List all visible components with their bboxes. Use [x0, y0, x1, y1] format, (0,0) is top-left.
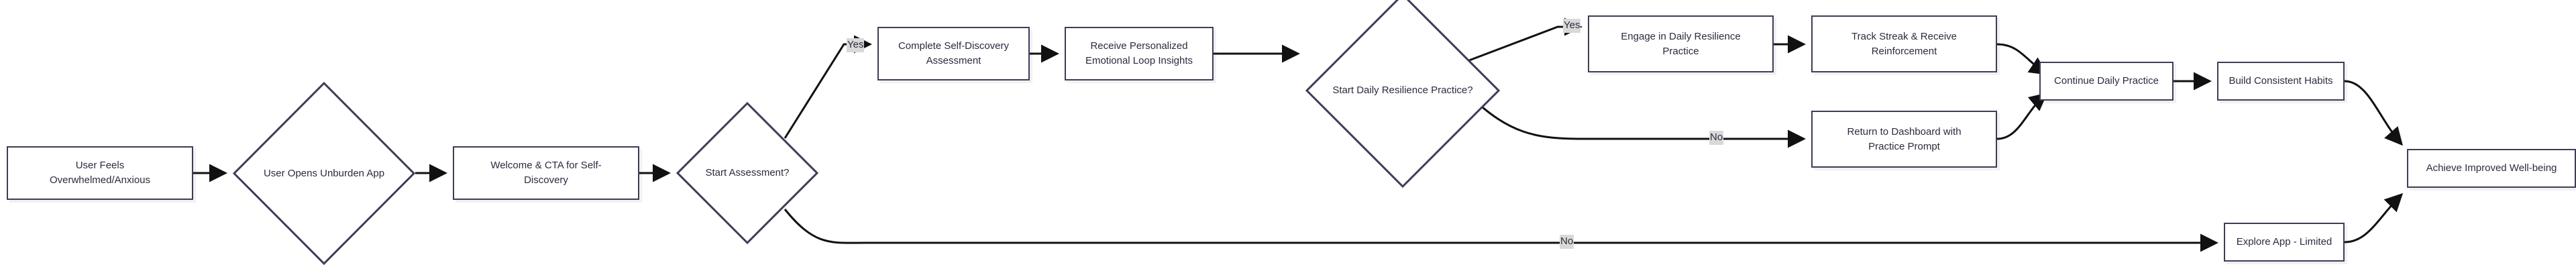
node-label: Complete Self-Discovery Assessment — [898, 40, 1010, 66]
edge-label-no-daily-practice: No — [1709, 131, 1724, 145]
edge-n10-n11 — [1996, 93, 2048, 140]
node-start-daily-resilience-practice[interactable]: Start Daily Resilience Practice? — [1305, 0, 1500, 188]
node-receive-personalized-insights[interactable]: Receive Personalized Emotional Loop Insi… — [1065, 27, 1214, 80]
node-label: Start Assessment? — [705, 167, 790, 179]
node-label: User Opens Unburden App — [263, 167, 385, 179]
node-welcome-cta-self-discovery[interactable]: Welcome & CTA for Self- Discovery — [453, 146, 639, 200]
diamond-shape — [233, 82, 415, 265]
edge-n12-n14 — [2344, 80, 2403, 146]
node-label: Start Daily Resilience Practice? — [1332, 85, 1473, 97]
node-explore-app-limited[interactable]: Explore App - Limited — [2224, 223, 2345, 262]
node-label: Receive Personalized Emotional Loop Insi… — [1085, 40, 1193, 66]
node-label: Return to Dashboard with Practice Prompt — [1847, 125, 1962, 152]
edge-n4-n13 — [784, 209, 2218, 252]
edge-label-yes-daily-practice: Yes — [1563, 19, 1581, 33]
node-build-consistent-habits[interactable]: Build Consistent Habits — [2217, 62, 2345, 101]
node-label: Explore App - Limited — [2236, 236, 2332, 248]
diamond-shape — [1305, 0, 1500, 188]
node-label: Continue Daily Practice — [2054, 75, 2159, 87]
node-label: Achieve Improved Well-being — [2426, 162, 2557, 174]
edge-label-yes-start-assessment: Yes — [847, 38, 865, 52]
node-label: Build Consistent Habits — [2229, 75, 2333, 87]
node-return-to-dashboard-practice-prompt[interactable]: Return to Dashboard with Practice Prompt — [1811, 111, 1997, 168]
node-label: User Feels Overwhelmed/Anxious — [49, 160, 151, 186]
node-label: Welcome & CTA for Self- Discovery — [490, 160, 602, 186]
node-label: Track Streak & Receive Reinforcement — [1851, 30, 1957, 57]
edge-n7-n10 — [1468, 94, 1806, 148]
diamond-shape — [676, 102, 818, 244]
edge-label-no-start-assessment: No — [1560, 235, 1574, 249]
node-start-assessment[interactable]: Start Assessment? — [676, 102, 818, 244]
node-track-streak-reinforcement[interactable]: Track Streak & Receive Reinforcement — [1811, 15, 1997, 72]
edge-n13-n14 — [2344, 192, 2404, 243]
node-label: Engage in Daily Resilience Practice — [1621, 30, 1741, 57]
node-user-opens-unburden-app[interactable]: User Opens Unburden App — [233, 82, 415, 265]
node-complete-self-discovery-assessment[interactable]: Complete Self-Discovery Assessment — [877, 27, 1030, 80]
node-continue-daily-practice[interactable]: Continue Daily Practice — [2039, 62, 2174, 101]
node-achieve-improved-wellbeing[interactable]: Achieve Improved Well-being — [2407, 149, 2576, 188]
node-user-feels-overwhelmed[interactable]: User Feels Overwhelmed/Anxious — [7, 146, 193, 200]
node-engage-daily-resilience-practice[interactable]: Engage in Daily Resilience Practice — [1588, 15, 1774, 72]
